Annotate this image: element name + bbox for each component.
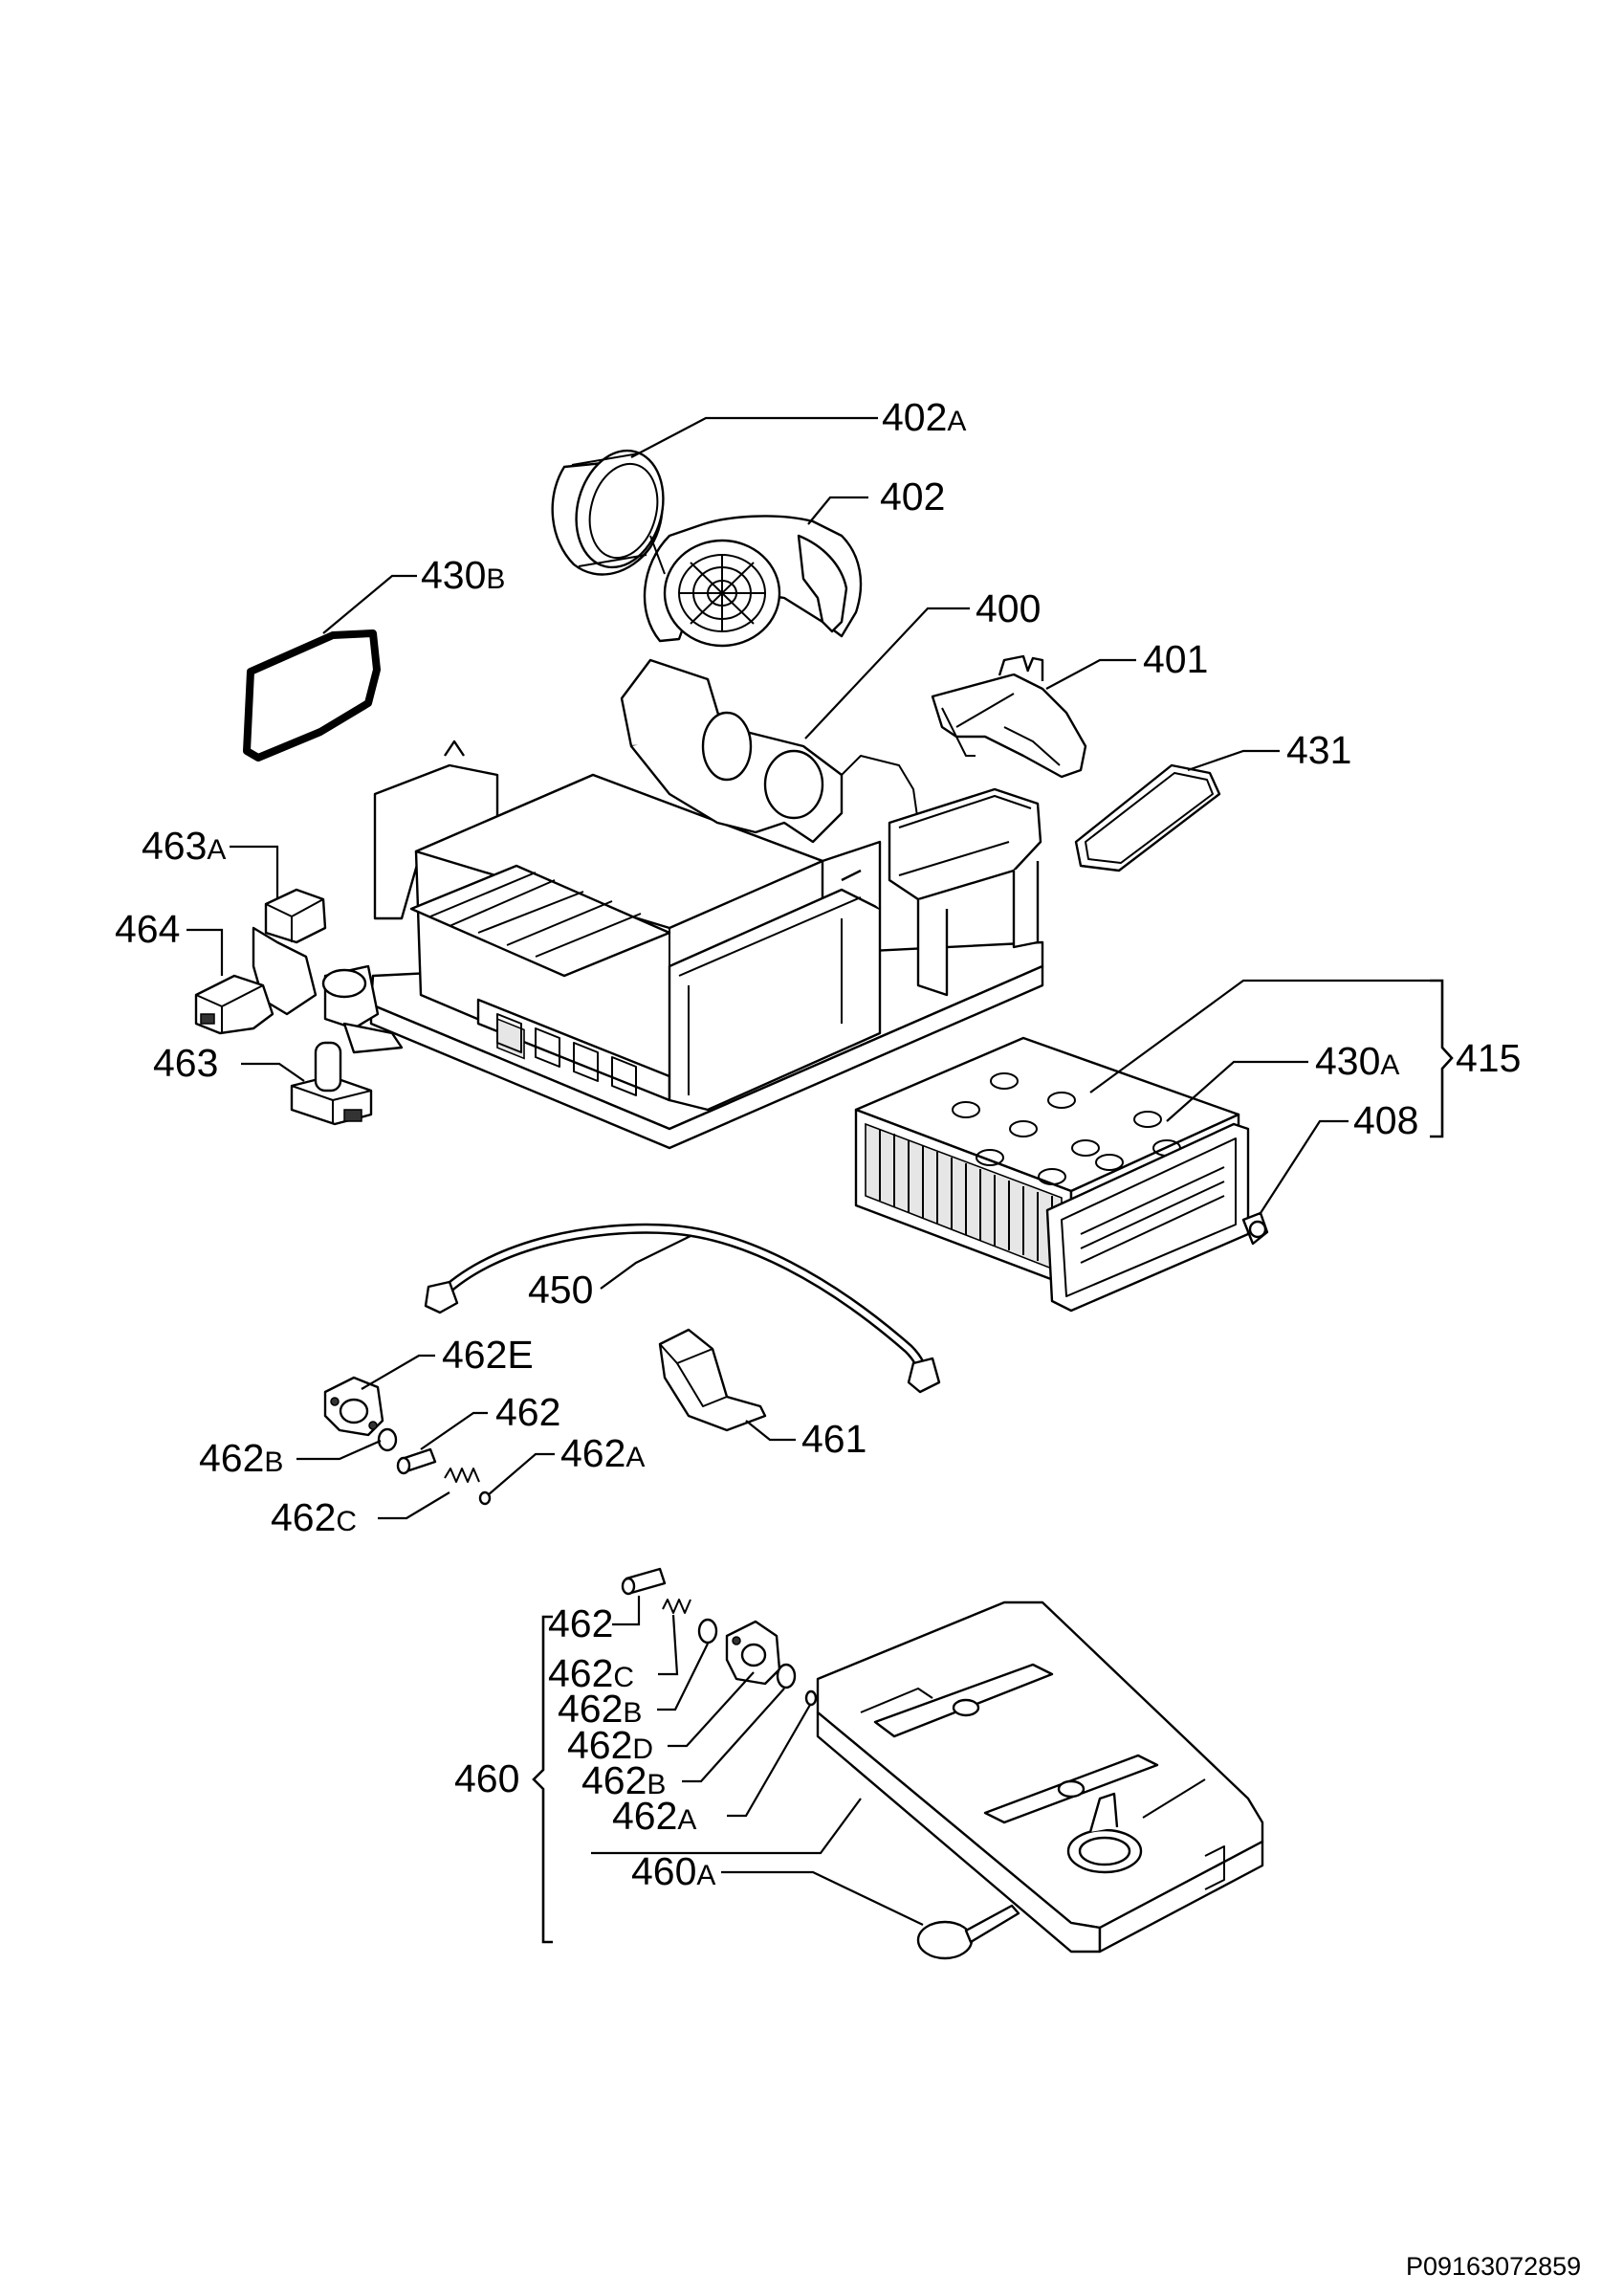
label-group-462[interactable]: 462 bbox=[548, 1601, 613, 1645]
label-400[interactable]: 400 bbox=[976, 586, 1041, 630]
part-460-group-oring-1[interactable] bbox=[697, 1618, 718, 1645]
part-462-float[interactable] bbox=[396, 1447, 437, 1475]
part-430b-gasket[interactable] bbox=[243, 629, 381, 762]
part-463-sensor[interactable] bbox=[290, 1041, 373, 1126]
label-462e[interactable]: 462E bbox=[442, 1333, 534, 1377]
label-463[interactable]: 463 bbox=[153, 1041, 218, 1085]
label-461[interactable]: 461 bbox=[801, 1417, 866, 1461]
part-402-fan-housing[interactable] bbox=[643, 515, 863, 648]
part-462c-spring[interactable] bbox=[444, 1468, 480, 1483]
group-braces bbox=[532, 979, 1454, 1944]
part-464-bracket[interactable] bbox=[194, 974, 274, 1035]
part-460-group-oring-3[interactable] bbox=[804, 1689, 818, 1707]
label-462a[interactable]: 462A bbox=[560, 1431, 645, 1475]
part-462e-housing[interactable] bbox=[323, 1376, 384, 1437]
label-430a[interactable]: 430A bbox=[1315, 1039, 1399, 1083]
label-431[interactable]: 431 bbox=[1286, 728, 1351, 772]
label-408[interactable]: 408 bbox=[1353, 1098, 1418, 1142]
part-415-condenser[interactable] bbox=[854, 1036, 1269, 1313]
label-464[interactable]: 464 bbox=[115, 907, 180, 951]
part-462a-oring[interactable] bbox=[478, 1490, 492, 1506]
label-430b[interactable]: 430B bbox=[421, 553, 505, 597]
reference-code: P09163072859 bbox=[1406, 2252, 1581, 2281]
part-460-group-spring[interactable] bbox=[662, 1599, 691, 1614]
label-group-462b-1[interactable]: 462B bbox=[558, 1687, 642, 1731]
label-462[interactable]: 462 bbox=[495, 1390, 560, 1434]
label-450[interactable]: 450 bbox=[528, 1268, 593, 1312]
brace-415 bbox=[1430, 979, 1454, 1138]
part-460-group-float[interactable] bbox=[621, 1567, 667, 1596]
part-460-water-tank[interactable] bbox=[816, 1601, 1264, 1954]
label-402[interactable]: 402 bbox=[880, 475, 945, 519]
part-400-base-assembly[interactable] bbox=[369, 658, 1044, 1150]
label-group-462b-2[interactable]: 462B bbox=[581, 1758, 666, 1802]
leader-lines bbox=[186, 416, 1430, 1926]
part-460-group-oring-2[interactable] bbox=[776, 1663, 797, 1689]
label-462c[interactable]: 462C bbox=[271, 1495, 357, 1539]
part-402a-ring[interactable] bbox=[551, 441, 676, 578]
label-460a[interactable]: 460A bbox=[631, 1849, 715, 1893]
label-462b[interactable]: 462B bbox=[199, 1436, 283, 1480]
part-461-bracket[interactable] bbox=[658, 1328, 767, 1432]
part-labels: 402A 402 430B 400 401 431 463A 464 463 4… bbox=[115, 395, 1581, 2281]
label-415[interactable]: 415 bbox=[1456, 1036, 1521, 1080]
brace-460 bbox=[532, 1615, 553, 1944]
part-462b-oring[interactable] bbox=[377, 1427, 398, 1452]
label-460[interactable]: 460 bbox=[454, 1756, 519, 1800]
label-group-462a[interactable]: 462A bbox=[612, 1794, 696, 1838]
label-402a[interactable]: 402A bbox=[882, 395, 966, 439]
part-463a-valve[interactable] bbox=[252, 888, 404, 1054]
label-group-462d[interactable]: 462D bbox=[567, 1723, 653, 1767]
label-group-462c[interactable]: 462C bbox=[548, 1651, 634, 1695]
label-463a[interactable]: 463A bbox=[142, 824, 226, 868]
label-401[interactable]: 401 bbox=[1143, 637, 1208, 681]
part-401-duct[interactable] bbox=[931, 654, 1087, 779]
part-460a-cap[interactable] bbox=[916, 1904, 1020, 1960]
part-460-group-housing[interactable] bbox=[725, 1620, 781, 1686]
part-450-hose[interactable] bbox=[424, 1223, 941, 1394]
part-431-gasket[interactable] bbox=[1074, 763, 1221, 872]
